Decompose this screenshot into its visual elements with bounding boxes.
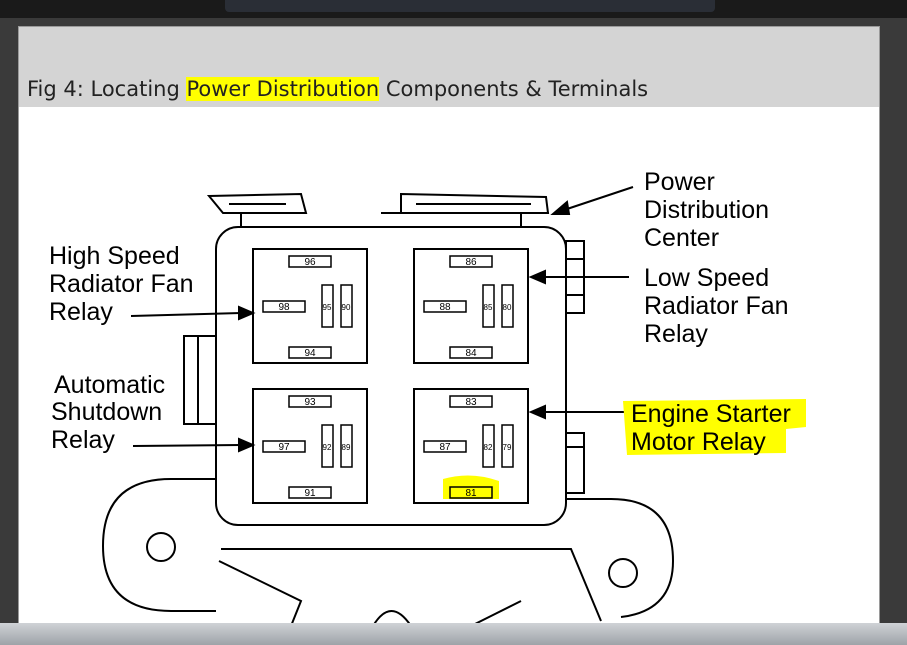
terminal-label: 90 (342, 303, 351, 312)
asd-label-line2: Shutdown (51, 398, 162, 426)
pdc-label-line1: Power (644, 168, 715, 196)
high-speed-label-line1: High Speed (49, 242, 180, 270)
browser-bottom-bar (0, 623, 907, 645)
asd-label-line3: Relay (51, 426, 115, 454)
terminal-label: 92 (323, 443, 332, 452)
terminal-label: 84 (465, 348, 477, 359)
terminal-label: 93 (304, 397, 316, 408)
asd-label-line1: Automatic (54, 371, 165, 399)
terminal-label: 83 (465, 397, 477, 408)
terminal-label: 81 (465, 488, 477, 499)
figure-caption: Fig 4: Locating Power Distribution Compo… (27, 77, 648, 101)
starter-label-highlight (623, 399, 806, 455)
low-speed-label-line2: Radiator Fan (644, 292, 789, 320)
pdc-label-line3: Center (644, 224, 719, 252)
terminal-label: 82 (484, 443, 493, 452)
terminal-label: 79 (503, 443, 512, 452)
terminal-label: 86 (465, 257, 477, 268)
terminal-label: 96 (304, 257, 316, 268)
caption-highlight: Power Distribution (186, 77, 380, 101)
terminal-label: 91 (304, 488, 316, 499)
terminal-label: 88 (439, 302, 451, 313)
terminal-label: 97 (278, 442, 290, 453)
power-distribution-diagram: 96 98 95 90 94 86 88 85 80 84 93 97 92 8… (49, 168, 806, 627)
high-speed-label-line3: Relay (49, 298, 113, 326)
starter-label-line2: Motor Relay (631, 428, 766, 456)
low-speed-label-line1: Low Speed (644, 264, 769, 292)
figure-caption-bar: Fig 4: Locating Power Distribution Compo… (19, 27, 879, 107)
terminal-label: 80 (503, 303, 512, 312)
figure-panel: Fig 4: Locating Power Distribution Compo… (18, 26, 880, 628)
terminal-label: 87 (439, 442, 451, 453)
terminal-label: 98 (278, 302, 290, 313)
starter-label-line1: Engine Starter (631, 400, 791, 428)
pdc-label-line2: Distribution (644, 196, 769, 224)
low-speed-label-line3: Relay (644, 320, 708, 348)
terminal-label: 89 (342, 443, 351, 452)
terminal-label: 85 (484, 303, 493, 312)
caption-suffix: Components & Terminals (379, 77, 649, 101)
active-tab[interactable] (225, 0, 715, 12)
caption-prefix: Fig 4: Locating (27, 77, 187, 101)
terminal-label: 95 (323, 303, 332, 312)
browser-top-bar (0, 0, 907, 18)
terminal-label: 94 (304, 348, 316, 359)
high-speed-label-line2: Radiator Fan (49, 270, 194, 298)
